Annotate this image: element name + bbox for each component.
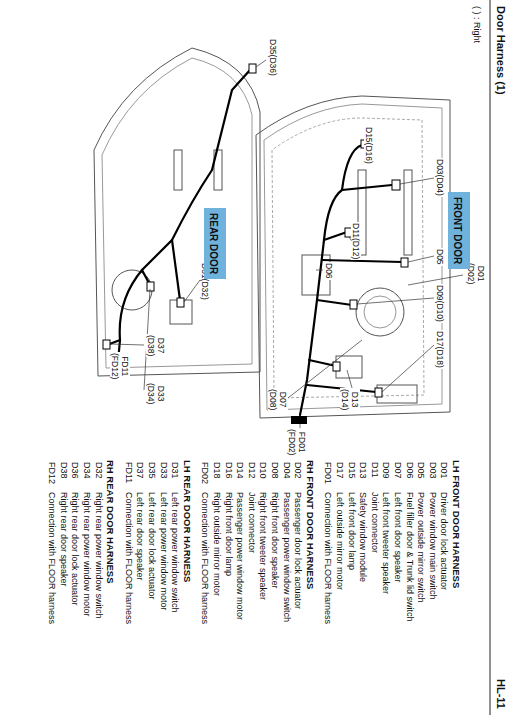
connector-code: D06 [404, 462, 415, 479]
callout-number: D37 (D38) [146, 334, 166, 357]
connector-code: D14 [234, 462, 245, 479]
callout-number: D35(D36) [268, 38, 278, 77]
connector-description: Right rear door lock actuator [69, 492, 80, 606]
connector-description: Passenger power window switch [281, 492, 292, 622]
connector-code: D05 [415, 462, 426, 479]
connector-code: FD01 [322, 462, 333, 484]
connector-code: D03 [427, 462, 438, 479]
connector-code: D37 [134, 462, 145, 479]
connector-description: Fuel filler door & Trunk lid switch [404, 492, 415, 622]
callout-number: D15(D16) [364, 126, 374, 165]
connector-description: Right front door speaker [269, 492, 280, 589]
list-heading: RH REAR DOOR HARNESS [105, 460, 116, 584]
connector-description: Connection with FLOOR harness [46, 492, 57, 624]
callout-number: FD11 (FD12) [110, 352, 130, 380]
legend-note: ( ) : Right [471, 6, 482, 43]
connector-description: Joint connector [369, 492, 380, 553]
connector-description: Left outside mirror motor [334, 492, 345, 590]
connector-description: Passenger door lock actuator [292, 492, 303, 609]
view-label-box: REAR DOOR [204, 208, 226, 279]
connector-description: Left rear power window switch [169, 492, 180, 613]
connector-description: Passenger power window motor [234, 492, 245, 620]
view-label: FRONT DOOR [452, 197, 463, 264]
connector-code: D15 [346, 462, 357, 479]
connector-description: Power window main switch [427, 492, 438, 600]
connector-description: Connection with FLOOR harness [322, 492, 333, 624]
connector-code: D16 [223, 462, 234, 479]
list-heading: LH FRONT DOOR HARNESS [451, 460, 462, 588]
connector-description: Connection with FLOOR harness [199, 492, 210, 624]
connector-code: D02 [292, 462, 303, 479]
connector-description: Left rear door lock actuator [146, 492, 157, 600]
connector-code: D35 [146, 462, 157, 479]
callout-number: D11(D12) [351, 222, 361, 260]
callout-number: D03(D04) [435, 158, 445, 197]
connector-code: D01 [438, 462, 449, 479]
connector-code: FD11 [123, 462, 134, 483]
connector-description: Left front tweeter speaker [380, 492, 391, 594]
connector-code: FD02 [199, 462, 210, 484]
connector-code: D12 [246, 462, 257, 479]
connector-code: D38 [58, 462, 69, 479]
connector-description: Left rear power window motor [158, 492, 169, 611]
connector-code: D10 [257, 462, 268, 479]
connector-code: FD12 [46, 462, 57, 484]
callout-number: D13 (D14) [340, 388, 360, 411]
connector-code: D34 [81, 462, 92, 479]
callout-number: D07 (D08) [268, 388, 288, 411]
connector-code: D32 [93, 462, 104, 479]
connector-description: Left rear door speaker [134, 492, 145, 581]
connector-code: D04 [281, 462, 292, 479]
callout-number: D06 [324, 262, 334, 280]
connector-description: Connection with FLOOR harness [123, 492, 134, 624]
page-number: HL-11 [495, 679, 506, 709]
connector-description: Safety window module [357, 492, 368, 582]
page-title: Door Harness (1) [495, 6, 506, 95]
connector-code: D17 [334, 462, 345, 479]
connector-description: Left front door lamp [346, 492, 357, 570]
view-label-box: FRONT DOOR [448, 192, 470, 269]
connector-description: Right front door lamp [223, 492, 234, 576]
connector-description: Right rear power window switch [93, 492, 104, 619]
connector-code: D09 [380, 462, 391, 479]
connector-description: Right rear power window motor [81, 492, 92, 617]
connector-code: D31 [169, 462, 180, 479]
callout-number: D05 [435, 248, 445, 266]
callout-number: D17(D18) [435, 330, 445, 369]
view-label: REAR DOOR [208, 213, 219, 274]
connector-code: D13 [357, 462, 368, 479]
callout-number: D09(D10) [435, 284, 445, 323]
connector-code: D33 [158, 462, 169, 479]
connector-description: Right outside mirror motor [211, 492, 222, 596]
connector-description: Right rear door speaker [58, 492, 69, 587]
connector-code: D18 [211, 462, 222, 479]
connector-code: D11 [369, 462, 380, 478]
connector-description: Left front door speaker [392, 492, 403, 583]
list-heading: LH REAR DOOR HARNESS [182, 460, 193, 582]
connector-description: Power outside mirror switch [415, 492, 426, 603]
connector-description: Joint connector [246, 492, 257, 553]
connector-code: D36 [69, 462, 80, 479]
callout-number: D33 (D34) [146, 382, 166, 405]
connector-code: D08 [269, 462, 280, 479]
connector-description: Right front tweeter speaker [257, 492, 268, 600]
callout-number: FD01 (FD02) [287, 428, 307, 456]
connector-description: Driver door lock actuator [438, 492, 449, 590]
list-heading: RH FRONT DOOR HARNESS [305, 460, 316, 589]
connector-code: D07 [392, 462, 403, 479]
